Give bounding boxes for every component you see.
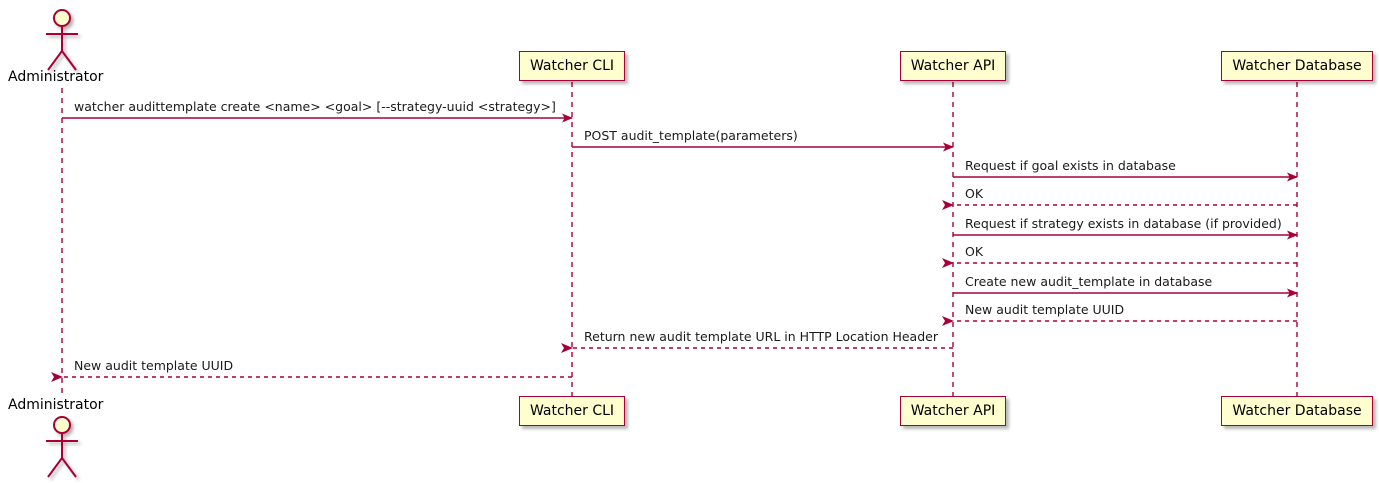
actor-figures-group — [46, 9, 78, 478]
actor-figure — [46, 9, 78, 71]
message-label-6[interactable]: OK — [965, 244, 984, 259]
message-label-8[interactable]: New audit template UUID — [965, 302, 1125, 317]
message-label-1[interactable]: watcher audittemplate create <name> <goa… — [74, 99, 556, 114]
message-label-10[interactable]: New audit template UUID — [74, 358, 234, 373]
participant-label-administrator-top[interactable]: Administrator — [8, 69, 104, 85]
message-label-9[interactable]: Return new audit template URL in HTTP Lo… — [584, 329, 938, 344]
participant-box-watcher-api-top[interactable]: Watcher API — [899, 51, 1007, 81]
message-arrows-group — [51, 113, 1298, 382]
participant-box-watcher-cli-bottom[interactable]: Watcher CLI — [518, 396, 626, 426]
message-label-2[interactable]: POST audit_template(parameters) — [584, 128, 798, 143]
participant-box-watcher-database-bottom[interactable]: Watcher Database — [1221, 396, 1373, 426]
participant-box-watcher-api-bottom[interactable]: Watcher API — [899, 396, 1007, 426]
message-label-7[interactable]: Create new audit_template in database — [965, 274, 1213, 289]
message-label-4[interactable]: OK — [965, 186, 984, 201]
message-label-3[interactable]: Request if goal exists in database — [965, 158, 1176, 173]
participant-label-administrator-bottom[interactable]: Administrator — [8, 397, 104, 413]
message-label-5[interactable]: Request if strategy exists in database (… — [965, 216, 1282, 231]
participant-box-watcher-cli-top[interactable]: Watcher CLI — [518, 51, 626, 81]
participant-box-watcher-database-top[interactable]: Watcher Database — [1221, 51, 1373, 81]
actor-figure — [46, 416, 78, 478]
